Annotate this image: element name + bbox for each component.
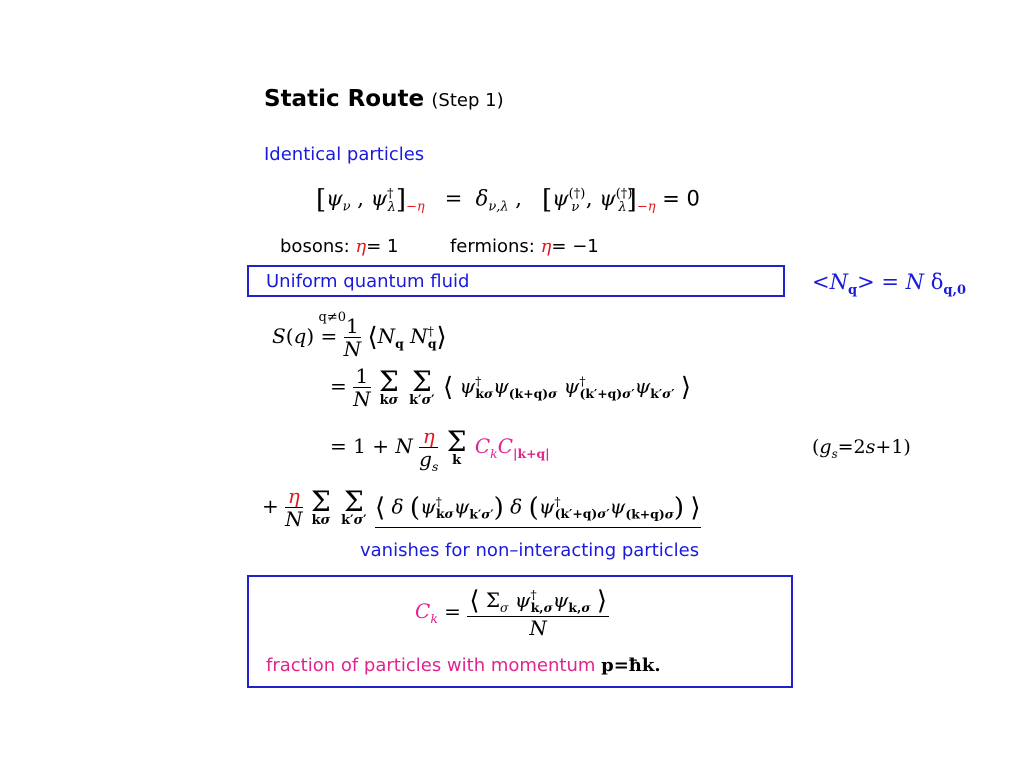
uniform-fluid-box: Uniform quantum fluid	[247, 265, 785, 297]
bosons-value: = 1	[366, 236, 399, 257]
fraction-text: fraction of particles with momentum	[266, 655, 596, 676]
ck-box: Ck = ⟨ Σσ ψ†k,σψk,σ ⟩N fraction of parti…	[247, 575, 793, 688]
fraction-line: fraction of particles with momentum p=ħk…	[266, 655, 661, 676]
vanishes-text: vanishes for non–interacting particles	[360, 540, 700, 561]
bosons-label: bosons:	[280, 236, 350, 257]
commutator-equation: [ψν , ψ†λ]−η = δν,λ , [ψ(†)ν , ψ(†)λ]−η …	[316, 185, 700, 215]
momentum-text: p=ħk.	[601, 655, 661, 676]
gs-note: (gs=2s+1)	[812, 436, 911, 461]
title-text: Static Route	[264, 86, 425, 112]
ck-equation: Ck = ⟨ Σσ ψ†k,σψk,σ ⟩N	[415, 586, 609, 640]
uniform-heading: Uniform quantum fluid	[266, 271, 470, 292]
identical-heading: Identical particles	[264, 144, 425, 165]
slide-title: Static Route (Step 1)	[264, 86, 504, 112]
nq-note: <Nq> = N δq,0	[812, 270, 967, 299]
step-label: (Step 1)	[431, 90, 504, 111]
fermions-label: fermions:	[449, 236, 535, 257]
statistics-line: bosons: η= 1 fermions: η= −1	[280, 236, 599, 257]
fermions-value: = −1	[551, 236, 599, 257]
